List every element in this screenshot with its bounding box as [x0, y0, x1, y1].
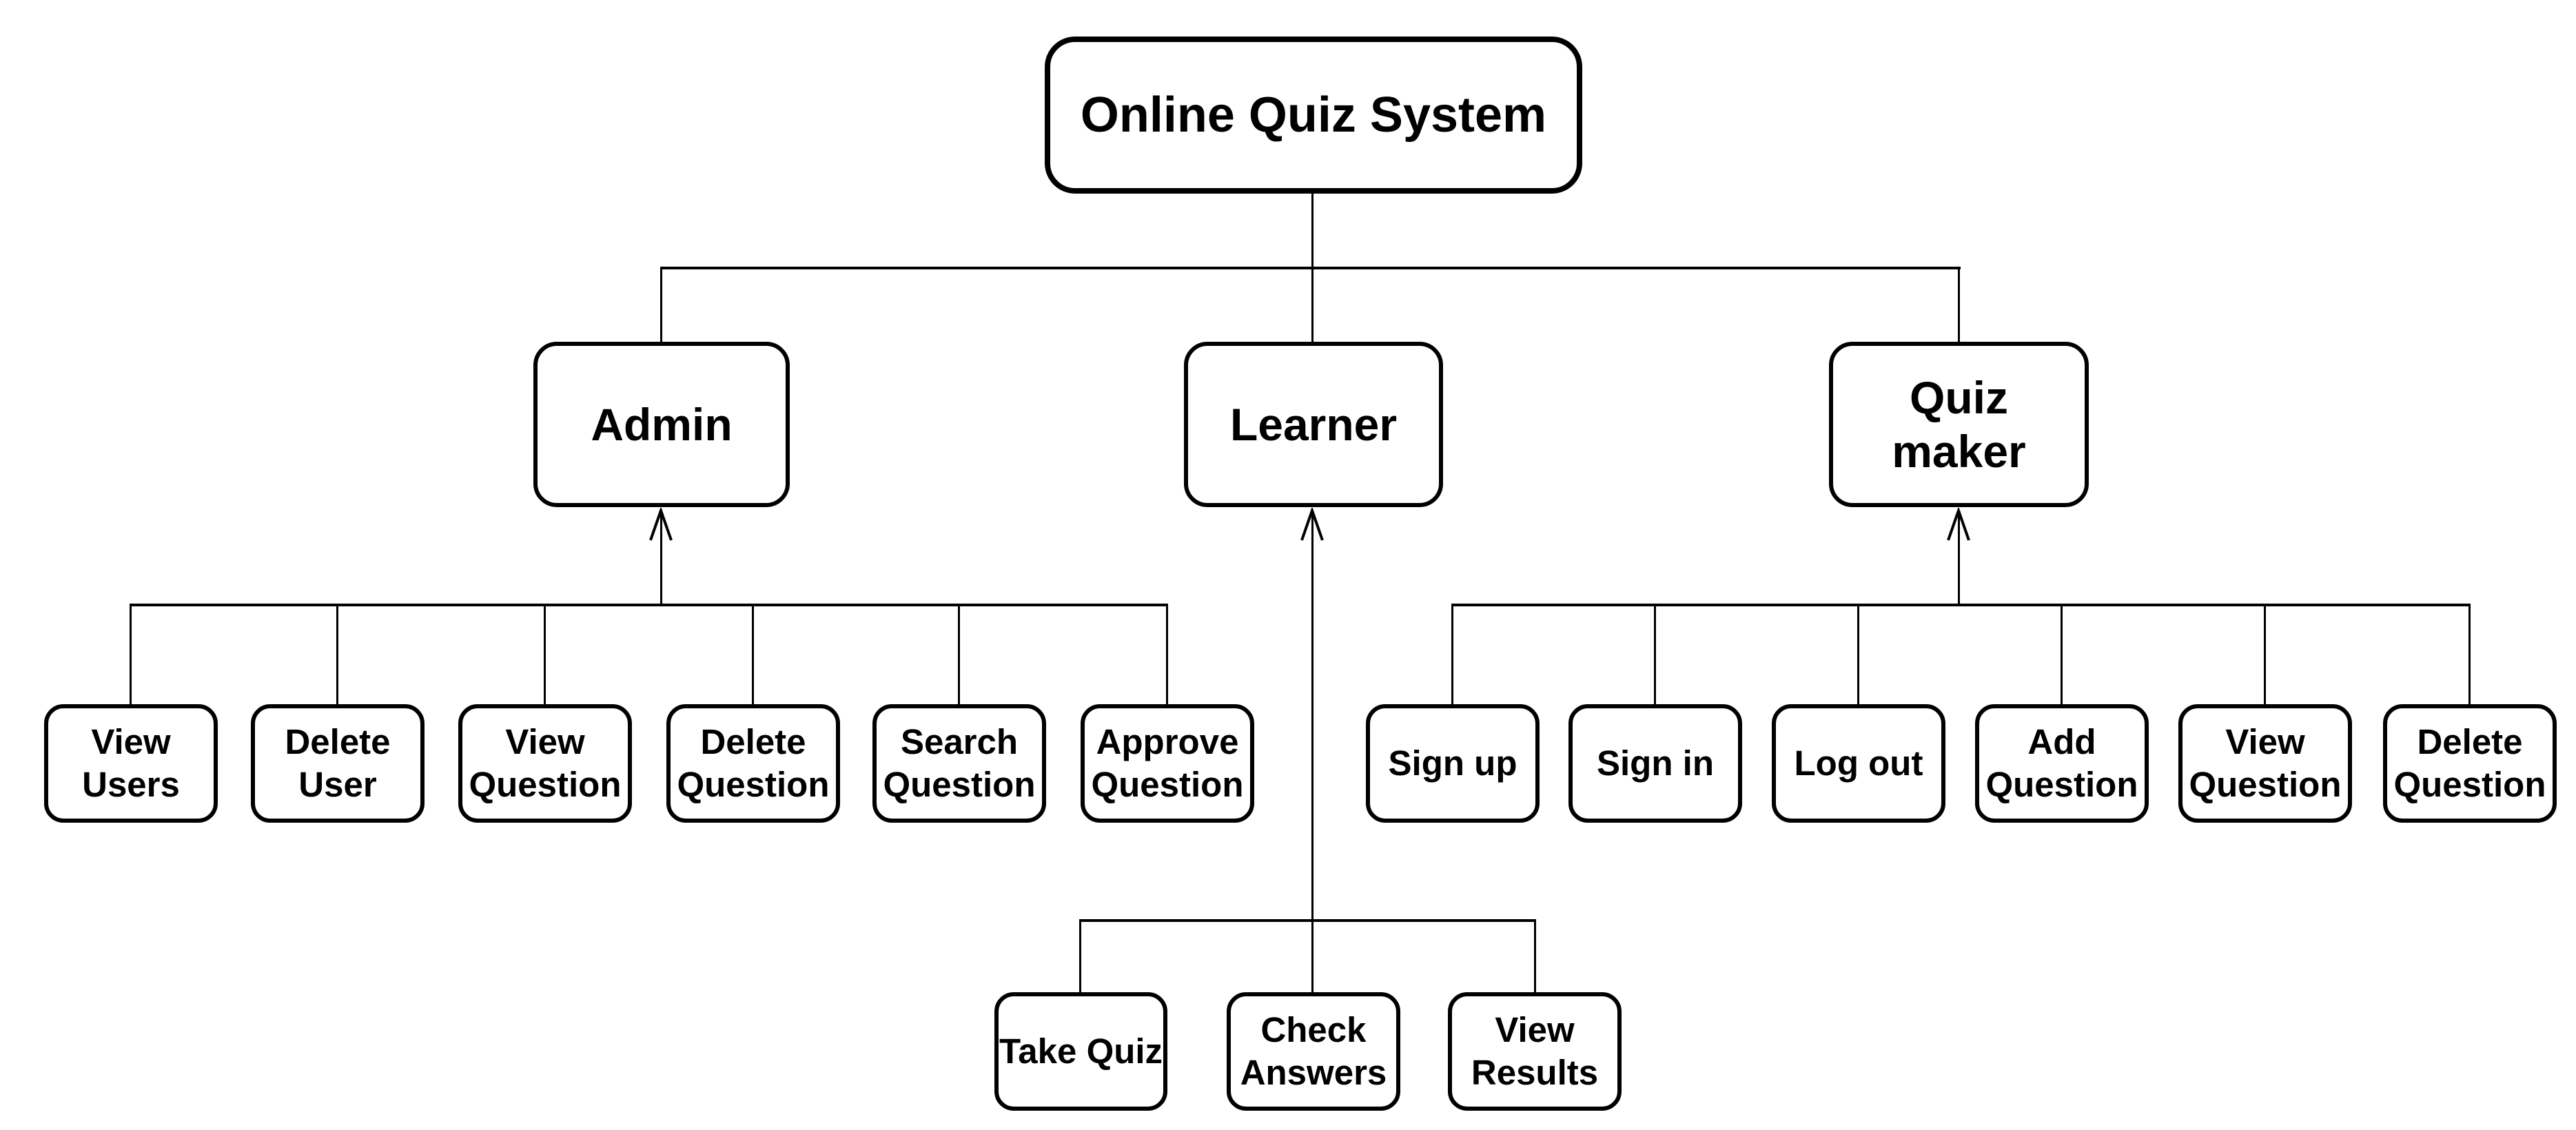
node-label: Delete Question	[2393, 722, 2546, 804]
node-label: Delete User	[285, 722, 391, 804]
node-view-question-qm: View Question	[2178, 704, 2352, 823]
connector-quiz-maker-rail	[1451, 604, 2471, 606]
connector-drop-delete-question-qm	[2468, 605, 2471, 704]
node-delete-question-qm: Delete Question	[2383, 704, 2557, 823]
node-quiz-maker: Quiz maker	[1829, 342, 2089, 507]
connector-drop-view-question-admin	[544, 605, 546, 704]
connector-drop-view-question-qm	[2264, 605, 2266, 704]
node-label: Take Quiz	[999, 1031, 1163, 1071]
node-approve-question: Approve Question	[1081, 704, 1254, 823]
node-admin: Admin	[533, 342, 790, 507]
connector-drop-delete-user	[336, 605, 338, 704]
node-label: View Users	[82, 722, 180, 804]
node-sign-up: Sign up	[1366, 704, 1540, 823]
node-label: Admin	[591, 399, 733, 450]
arrow-up-icon	[1947, 508, 1970, 541]
arrow-up-icon	[649, 508, 673, 541]
connector-drop-view-results	[1534, 922, 1536, 992]
node-add-question: Add Question	[1975, 704, 2149, 823]
node-label: View Question	[2189, 722, 2342, 804]
node-log-out: Log out	[1772, 704, 1945, 823]
node-view-users: View Users	[44, 704, 218, 823]
node-label: Check Answers	[1240, 1010, 1387, 1092]
node-view-results: View Results	[1448, 992, 1622, 1111]
node-search-question: Search Question	[872, 704, 1046, 823]
connector-learner-line	[1311, 511, 1313, 992]
connector-drop-delete-question-admin	[752, 605, 754, 704]
node-label: View Question	[469, 722, 622, 804]
node-check-answers: Check Answers	[1227, 992, 1400, 1111]
node-delete-user: Delete User	[251, 704, 425, 823]
connector-drop-search-question	[958, 605, 960, 704]
node-view-question-admin: View Question	[458, 704, 632, 823]
node-learner: Learner	[1184, 342, 1443, 507]
connector-drop-sign-up	[1451, 605, 1453, 704]
node-online-quiz-system: Online Quiz System	[1045, 37, 1582, 194]
connector-drop-view-users	[130, 605, 132, 704]
node-sign-in: Sign in	[1568, 704, 1742, 823]
node-label: Log out	[1794, 743, 1923, 783]
node-label: Online Quiz System	[1080, 88, 1547, 143]
node-label: Approve Question	[1091, 722, 1244, 804]
node-label: Add Question	[1985, 722, 2138, 804]
node-take-quiz: Take Quiz	[994, 992, 1167, 1111]
connector-drop-take-quiz	[1079, 922, 1081, 992]
arrow-up-icon	[1300, 508, 1324, 541]
connector-drop-approve-question	[1166, 605, 1168, 704]
connector-drop-sign-in	[1654, 605, 1656, 704]
node-label: View Results	[1471, 1010, 1599, 1092]
connector-drop-admin	[660, 267, 662, 342]
connector-learner-rail	[1079, 919, 1536, 922]
node-delete-question-admin: Delete Question	[666, 704, 840, 823]
node-label: Delete Question	[677, 722, 830, 804]
connector-drop-quiz-maker	[1958, 267, 1960, 342]
connector-admin-arrow-line	[660, 511, 662, 605]
node-label: Learner	[1229, 399, 1398, 450]
node-label: Sign up	[1388, 743, 1517, 783]
connector-admin-rail	[130, 604, 1168, 606]
connector-top-rail	[660, 267, 1961, 269]
node-label: Sign in	[1597, 743, 1714, 783]
connector-drop-add-question	[2061, 605, 2063, 704]
connector-drop-log-out	[1857, 605, 1859, 704]
node-label: Search Question	[883, 722, 1036, 804]
connector-quiz-maker-arrow-line	[1958, 511, 1960, 605]
node-label: Quiz maker	[1892, 372, 2026, 477]
